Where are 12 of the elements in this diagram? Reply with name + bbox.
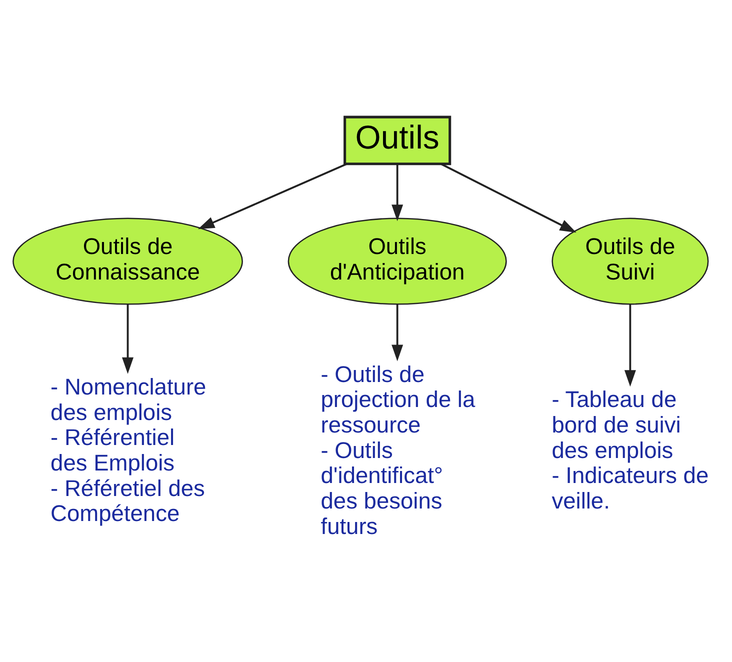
arrow (440, 162, 576, 232)
node-box: Outils (344, 115, 452, 165)
node-text: - Outils de projection de la ressource - Outils d'identificat° des besoins futurs (320, 360, 476, 538)
arrow (198, 162, 348, 229)
node-ellipse: Outils d'Anticipation (288, 217, 507, 304)
node-text: - Tableau de bord de suivi des emplois - Indicateurs de veille. (552, 386, 709, 513)
arrow (392, 163, 404, 221)
arrow (392, 304, 404, 361)
arrow (624, 304, 636, 386)
arrow (122, 304, 134, 374)
node-ellipse: Outils de Suivi (552, 217, 709, 304)
node-text: - Nomenclature des emplois - Référentiel des Emplois - Référetiel des Compétence (50, 373, 206, 526)
